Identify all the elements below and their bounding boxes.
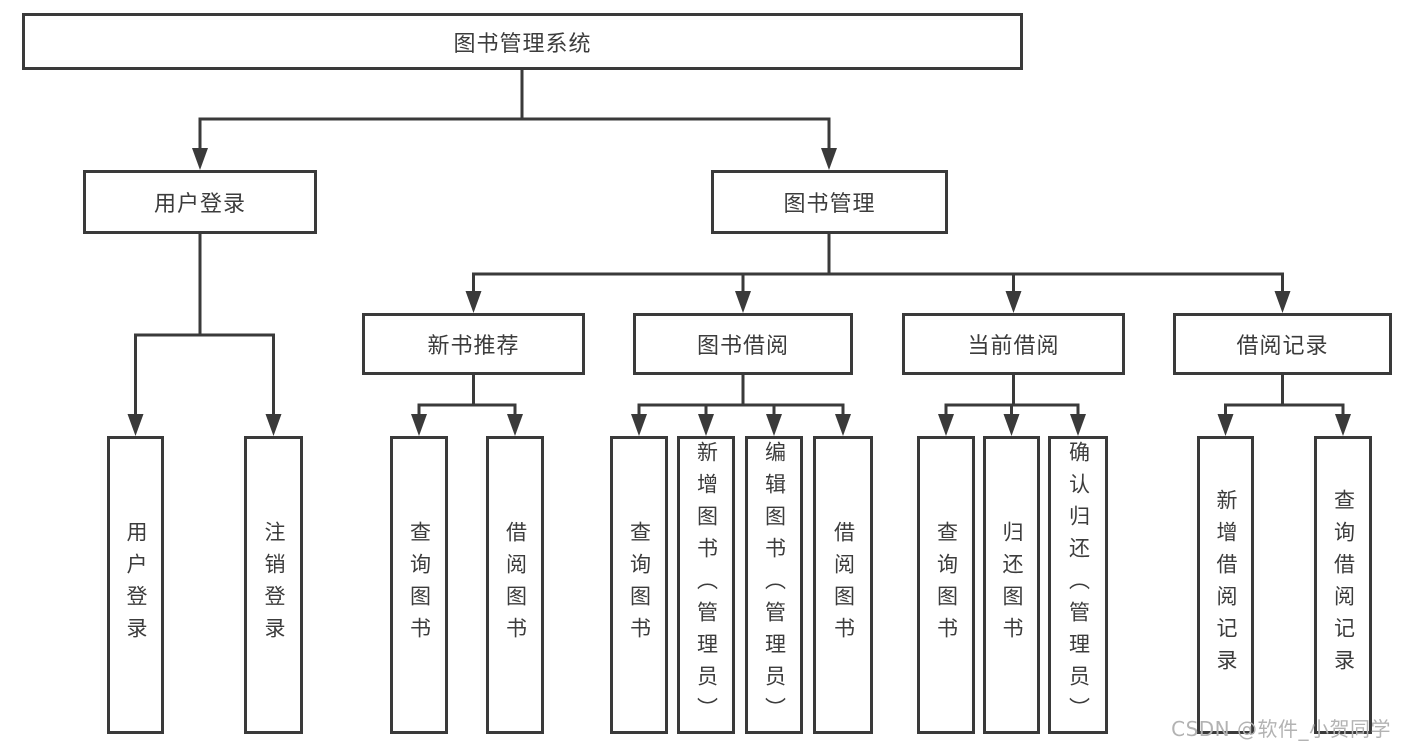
leaf-add-books-admin: 新增图书（管理员） xyxy=(677,436,735,734)
arrowhead xyxy=(411,414,427,436)
arrowhead xyxy=(631,414,647,436)
arrowhead xyxy=(766,414,782,436)
connector-current-borrow-to-leaves xyxy=(944,373,1080,417)
node-book-management: 图书管理 xyxy=(711,170,948,234)
arrowhead xyxy=(465,291,482,313)
arrowhead xyxy=(127,414,144,436)
leaf-borrow-books: 借阅图书 xyxy=(813,436,873,734)
arrowhead xyxy=(1005,291,1022,313)
leaf-label: 查询图书 xyxy=(627,521,652,649)
leaf-add-borrow-record: 新增借阅记录 xyxy=(1197,436,1254,734)
leaf-borrow-books-recommend: 借阅图书 xyxy=(486,436,544,734)
leaf-label: 确认归还（管理员） xyxy=(1066,441,1091,729)
leaf-query-books-borrow: 查询图书 xyxy=(610,436,668,734)
leaf-label: 借阅图书 xyxy=(503,521,528,649)
connector-book-management-to-level3 xyxy=(472,232,1284,294)
leaf-label: 查询图书 xyxy=(407,521,432,649)
leaf-confirm-return-admin: 确认归还（管理员） xyxy=(1048,436,1108,734)
arrowhead xyxy=(835,414,851,436)
arrowhead xyxy=(507,414,523,436)
node-label: 图书管理系统 xyxy=(453,31,592,57)
arrowhead xyxy=(1003,414,1020,436)
leaf-label: 新增图书（管理员） xyxy=(694,441,719,729)
arrowhead xyxy=(1070,414,1086,436)
leaf-query-borrow-record: 查询借阅记录 xyxy=(1314,436,1372,734)
leaf-label: 编辑图书（管理员） xyxy=(762,441,787,729)
node-book-borrowing: 图书借阅 xyxy=(633,313,853,375)
leaf-return-books: 归还图书 xyxy=(983,436,1040,734)
leaf-label: 借阅图书 xyxy=(831,521,856,649)
leaf-label: 查询借阅记录 xyxy=(1331,489,1356,681)
arrowhead xyxy=(1335,414,1351,436)
leaf-label: 查询图书 xyxy=(934,521,959,649)
node-label: 新书推荐 xyxy=(427,334,520,359)
arrowhead xyxy=(1274,291,1291,313)
leaf-query-books-current: 查询图书 xyxy=(917,436,975,734)
leaf-edit-books-admin: 编辑图书（管理员） xyxy=(745,436,803,734)
node-user-login: 用户登录 xyxy=(83,170,317,234)
arrowhead xyxy=(735,291,751,313)
connector-new-book-to-leaves xyxy=(417,373,517,417)
node-root-library-system: 图书管理系统 xyxy=(22,13,1023,70)
arrowhead xyxy=(1217,414,1234,436)
connector-user-login-to-leaves xyxy=(134,232,275,417)
connector-root-to-level2 xyxy=(198,68,831,151)
leaf-label: 归还图书 xyxy=(1000,521,1024,649)
node-current-borrowing: 当前借阅 xyxy=(902,313,1125,375)
connector-book-borrow-to-leaves xyxy=(637,373,845,417)
node-label: 当前借阅 xyxy=(967,334,1060,359)
node-new-book-recommend: 新书推荐 xyxy=(362,313,585,375)
node-label: 图书借阅 xyxy=(696,334,789,359)
leaf-user-login: 用户登录 xyxy=(107,436,164,734)
leaf-label: 新增借阅记录 xyxy=(1214,489,1238,681)
arrowhead xyxy=(821,148,837,170)
node-label: 用户登录 xyxy=(153,192,246,217)
leaf-query-books-recommend: 查询图书 xyxy=(390,436,448,734)
node-label: 借阅记录 xyxy=(1236,334,1329,359)
leaf-label: 用户登录 xyxy=(124,521,148,649)
arrowhead xyxy=(698,414,714,436)
node-label: 图书管理 xyxy=(783,192,876,217)
csdn-watermark: CSDN @软件_小贺同学 xyxy=(1171,717,1391,741)
arrowhead xyxy=(192,148,208,170)
arrowhead xyxy=(938,414,954,436)
leaf-logout: 注销登录 xyxy=(244,436,303,734)
node-borrowing-records: 借阅记录 xyxy=(1173,313,1392,375)
leaf-label: 注销登录 xyxy=(262,521,286,649)
connector-borrow-records-to-leaves xyxy=(1224,373,1345,417)
arrowhead xyxy=(265,414,282,436)
